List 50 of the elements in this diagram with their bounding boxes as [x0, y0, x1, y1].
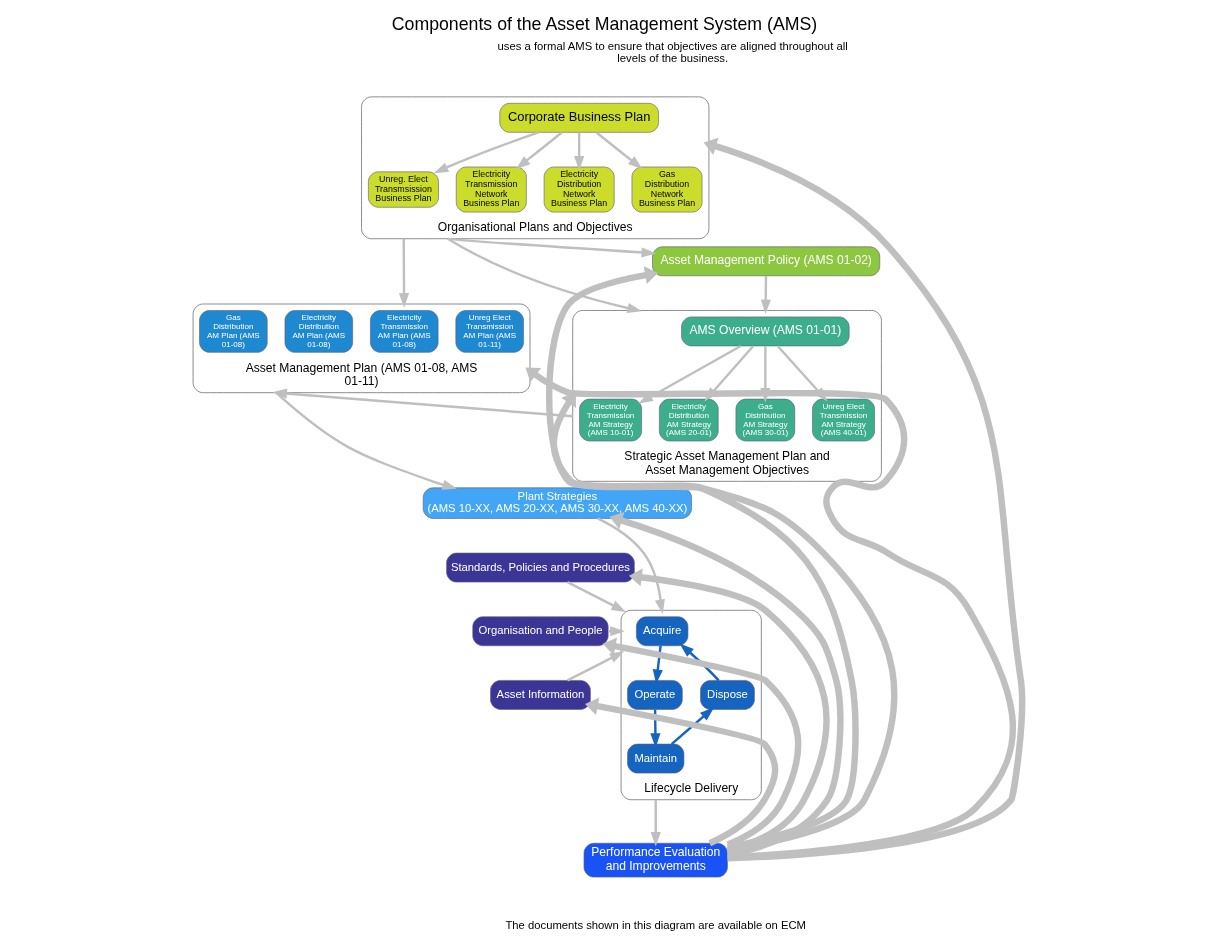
arrow [446, 237, 642, 313]
node-box: Electricity Transmission Network Business Plan [455, 166, 527, 212]
node-box: Acquire [635, 615, 688, 646]
arrow [628, 567, 830, 854]
arrow [679, 642, 720, 681]
arrow [595, 131, 643, 169]
arrow [545, 265, 897, 853]
node-box: Electricity Transmission AM Strategy (AMS 10-01) [578, 398, 642, 441]
arrow [447, 237, 656, 258]
node-box: Maintain [626, 743, 684, 773]
node-box: Electricity Distribution AM Strategy (AMS 20-01) [658, 398, 719, 441]
label: The documents shown in this diagram are available on ECM [504, 918, 806, 931]
arrow [525, 366, 1016, 861]
arrow [760, 275, 771, 314]
arrow [566, 650, 624, 681]
node-box: Electricity Distribution AM Plan (AMS 01-08) [284, 309, 353, 353]
node-box: Performance Evaluation and Improvements [583, 842, 728, 877]
node-box: Gas Distribution Network Business Plan [631, 166, 702, 212]
node-box: AMS Overview (AMS 01-01) [680, 316, 849, 346]
arrow [271, 388, 573, 417]
arrow [398, 238, 409, 308]
node-box: Standards, Policies and Procedures [445, 552, 635, 582]
node-box: Unreg Elect Transmission AM Strategy (AMS 40-01) [811, 398, 875, 441]
arrow [602, 636, 801, 847]
arrow [274, 391, 457, 490]
arrow [573, 132, 584, 171]
node-box: Asset Information [489, 679, 591, 710]
node-box: Unreg Elect Transmission AM Plan (AMS 01-11) [455, 309, 524, 353]
arrow [650, 799, 661, 847]
node-box: Unreg. Elect Transmsission Business Plan [367, 171, 439, 208]
arrow [670, 706, 714, 745]
arrow [566, 580, 626, 612]
label: uses a formal AMS to ensure that objectives are aligned throughout all levels of the business. [497, 39, 848, 64]
arrow [515, 131, 563, 169]
node-box: Dispose [699, 679, 755, 710]
node-box: Operate [626, 679, 683, 710]
arrow [649, 709, 660, 748]
arrow [584, 696, 778, 846]
arrow [596, 516, 665, 614]
arrow [652, 645, 663, 684]
node-box: Gas Distribution AM Plan (AMS 01-08) [198, 309, 268, 353]
diagram-title: Components of the Asset Management System (AMS) [391, 13, 817, 34]
node-box: Corporate Business Plan [498, 102, 659, 133]
node-box: Plant Strategies (AMS 10-XX, AMS 20-XX, AMS 30-XX, AMS 40-XX) [422, 486, 692, 519]
node-box: Electricity Distribution Network Business Plan [543, 166, 615, 212]
node-box: Gas Distribution AM Strategy (AMS 30-01) [735, 398, 795, 441]
node-box: Asset Management Policy (AMS 01-02) [651, 245, 880, 276]
node-box: Organisation and People [471, 615, 608, 646]
node-box: Electricity Transmission AM Plan (AMS 01-08) [369, 309, 438, 353]
arrow [433, 130, 539, 173]
